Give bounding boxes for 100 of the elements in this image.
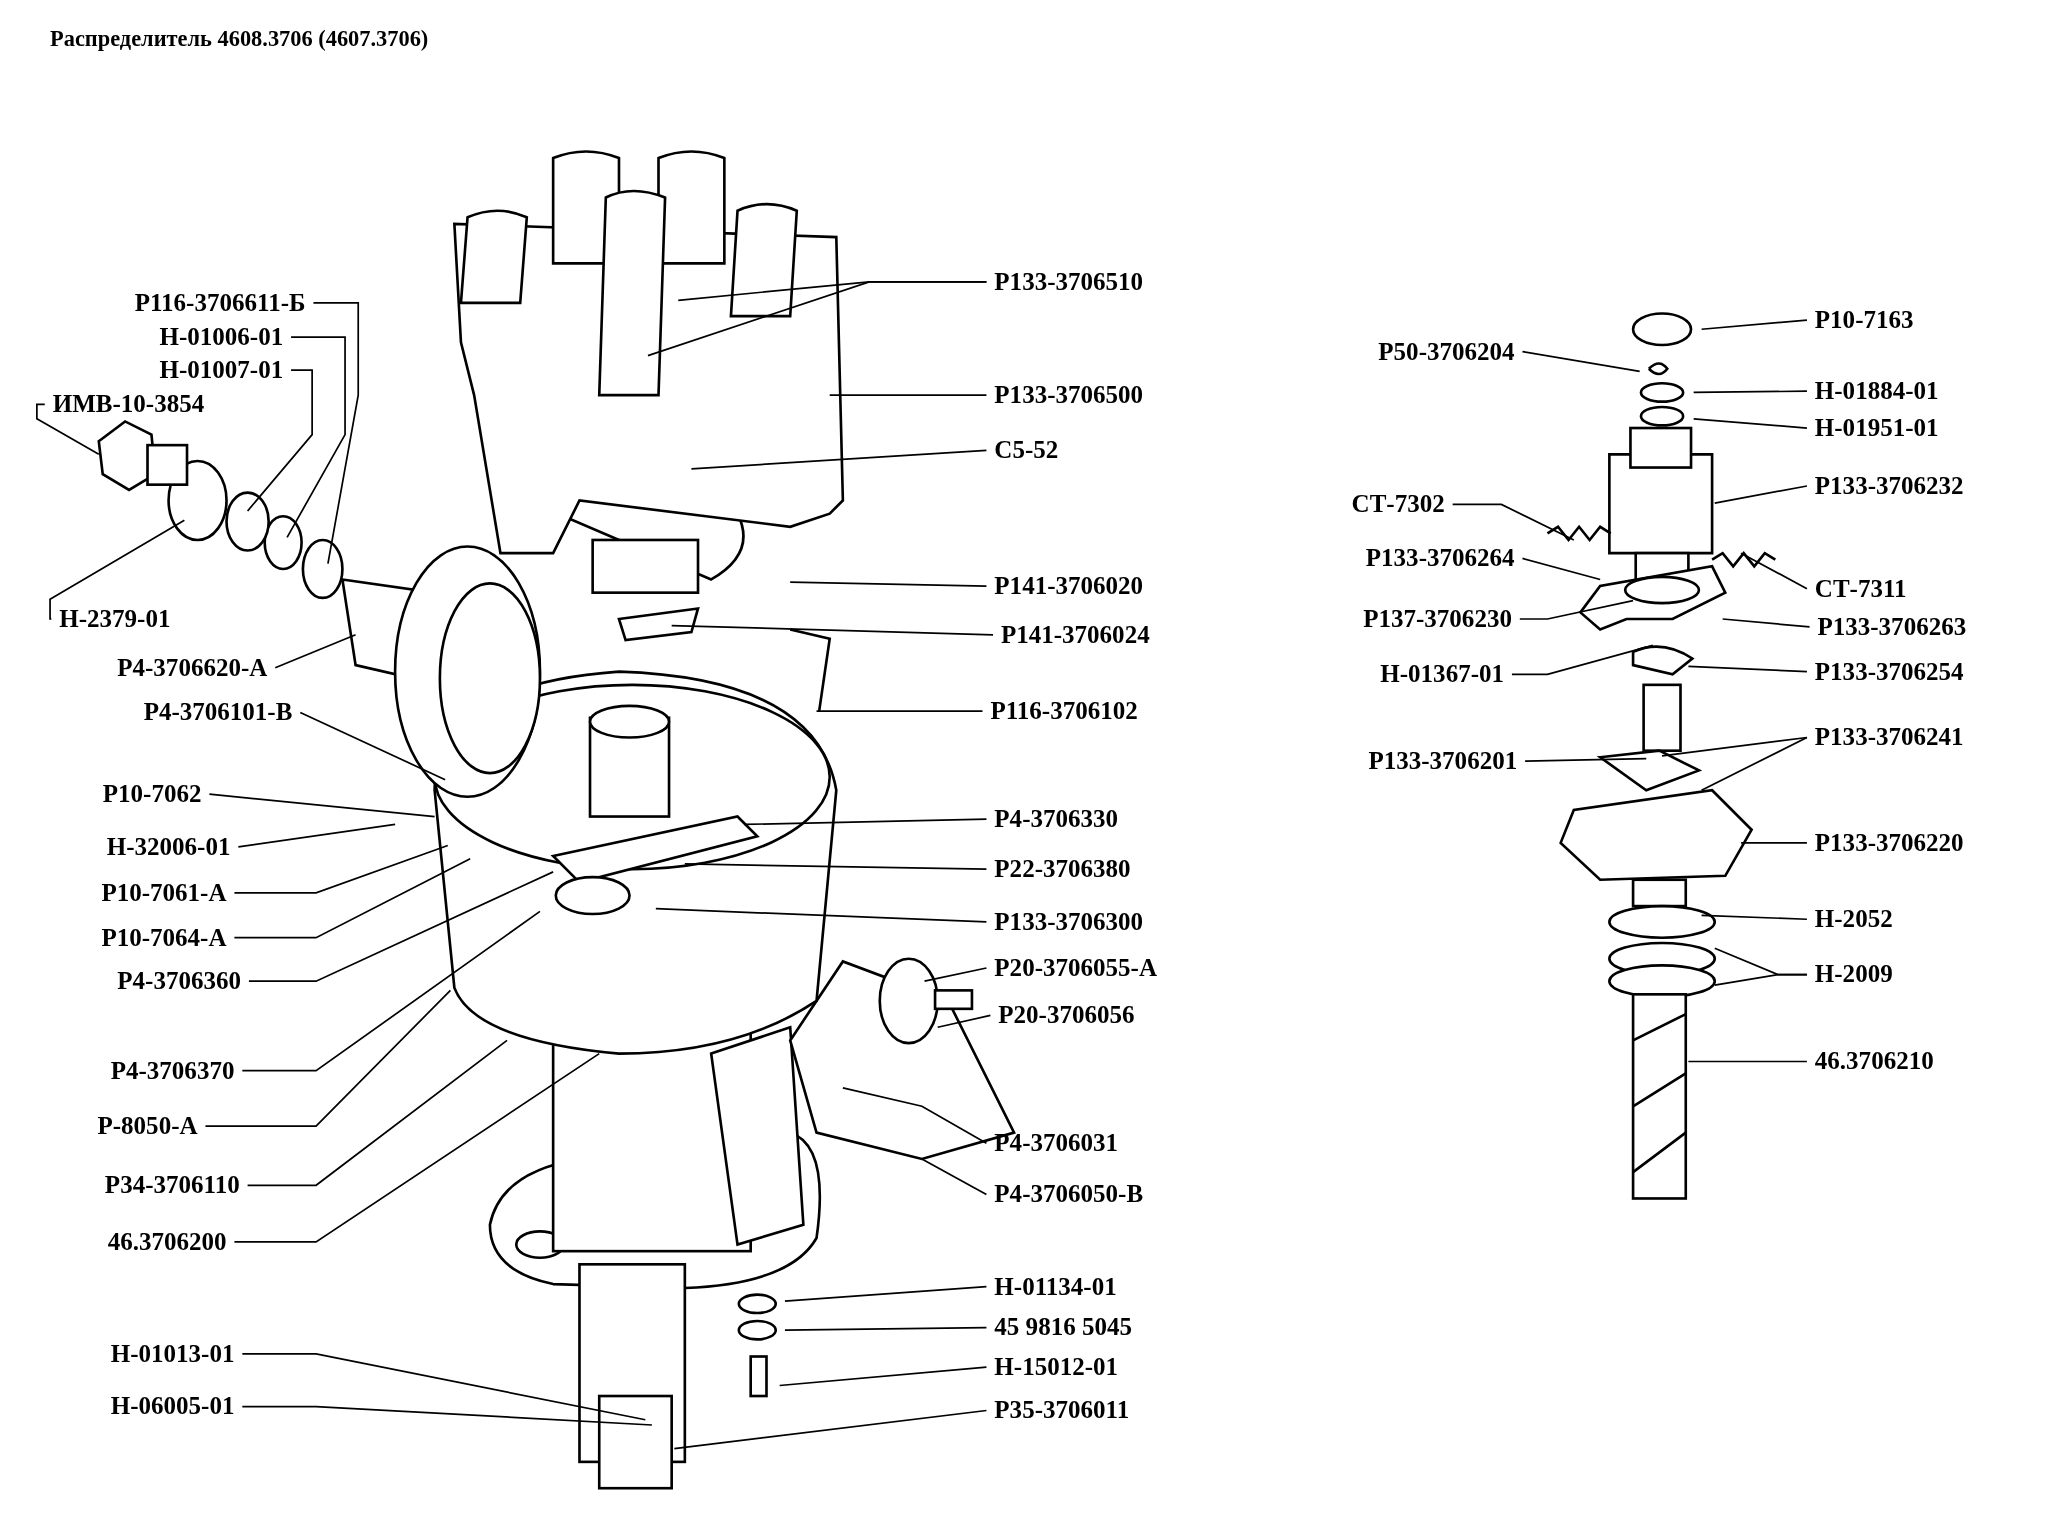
leader-line (1700, 736, 1808, 792)
leader-line (1721, 618, 1811, 628)
part-number: Р20-3706056 (998, 1000, 1135, 1030)
leader-line (828, 394, 988, 396)
part-number: Р133-3706220 (1814, 828, 1964, 858)
leader-line (1700, 914, 1808, 921)
leader-line (1740, 842, 1808, 844)
leader-line (204, 989, 452, 1127)
leader-line (286, 336, 346, 539)
part-number: Р133-3706300 (994, 907, 1144, 937)
leader-line (690, 449, 988, 470)
part-number: Н-01013-01 (110, 1339, 235, 1369)
part-number: Р141-3706020 (994, 571, 1144, 601)
part-number: Р133-3706241 (1814, 723, 1964, 752)
part-number: Р20-3706055-А (994, 953, 1157, 983)
part-number: Р4-3706360 (117, 966, 241, 996)
leader-line (208, 793, 436, 818)
leader-line (1511, 644, 1654, 676)
part-number: Н-01884-01 (1814, 376, 1939, 406)
part-number: Р141-3706024 (1000, 620, 1150, 650)
part-number: Р116-3706102 (990, 696, 1138, 726)
leader-line (684, 863, 988, 871)
leader-line (647, 281, 988, 357)
part-number: Р10-7163 (1814, 305, 1914, 335)
part-number: Н-15012-01 (994, 1352, 1119, 1382)
leader-line (241, 1353, 647, 1421)
part-number: Н-2052 (1814, 904, 1893, 934)
part-number: 45 9816 5045 (994, 1313, 1132, 1342)
leader-line (1524, 757, 1648, 763)
part-number: Р10-7062 (102, 779, 202, 809)
part-number: Р4-3706101-В (143, 698, 293, 727)
part-number: Н-01007-01 (159, 355, 284, 385)
leader-line (274, 633, 357, 669)
part-number: Р4-3706330 (994, 804, 1119, 834)
leader-line (241, 1405, 653, 1426)
part-number: Р133-3706510 (994, 267, 1144, 297)
part-number: 46.3706200 (107, 1227, 227, 1257)
leader-line (1713, 485, 1808, 504)
part-number: Р4-3706370 (110, 1056, 235, 1086)
part-number: Р133-3706201 (1368, 746, 1518, 776)
leader-line (233, 844, 449, 894)
leader-line (842, 1087, 988, 1144)
leader-line (1740, 552, 1808, 590)
part-number: Р4-3706050-В (994, 1180, 1144, 1209)
part-number: Р50-3706204 (1378, 337, 1515, 367)
leader-line (1451, 503, 1575, 541)
part-number: Р34-3706110 (104, 1170, 240, 1200)
leader-line (670, 624, 994, 636)
part-number: Р133-3706263 (1817, 612, 1967, 642)
leader-line (36, 403, 100, 456)
leader-line (743, 818, 988, 826)
part-number: Н-2009 (1814, 960, 1893, 990)
leader-line (246, 1039, 508, 1187)
part-number: Р10-7061-А (101, 878, 227, 908)
leader-line (241, 910, 541, 1072)
part-number: СТ-7302 (1351, 489, 1445, 519)
part-number: 46.3706210 (1814, 1047, 1934, 1076)
part-number: Н-01134-01 (994, 1272, 1117, 1302)
leader-line (1713, 973, 1808, 986)
part-number: Р4-3706620-А (117, 653, 268, 683)
part-number: Р133-3706264 (1365, 543, 1515, 573)
part-number: Р133-3706500 (994, 380, 1144, 410)
leader-line (789, 581, 988, 587)
leader-line (1661, 736, 1808, 757)
leader-line (936, 1014, 992, 1029)
leader-line (1518, 599, 1634, 620)
part-number: Р137-3706230 (1363, 604, 1512, 634)
part-number: Н-2379-01 (59, 604, 171, 634)
leader-line (1700, 319, 1808, 331)
leader-line (815, 710, 984, 713)
part-number: Н-01006-01 (159, 322, 284, 352)
part-number: Р133-3706232 (1814, 471, 1964, 501)
part-number: Р116-3706611-Б (134, 288, 306, 318)
leader-line (248, 871, 554, 983)
leader-line (784, 1285, 988, 1303)
part-number: Р-8050-А (97, 1111, 198, 1141)
leader-line (299, 711, 446, 781)
leader-line (921, 1158, 988, 1196)
leader-line (784, 1326, 988, 1332)
leader-line (923, 967, 988, 983)
part-number: СТ-7311 (1814, 574, 1907, 604)
leader-line (49, 519, 186, 620)
part-number: Р35-3706011 (994, 1396, 1130, 1425)
leader-line (778, 1366, 988, 1387)
part-number: С5-52 (994, 435, 1059, 465)
part-number: Р22-3706380 (994, 854, 1131, 884)
leader-line (246, 369, 313, 512)
leader-line (312, 302, 360, 565)
leader-line (1521, 350, 1641, 373)
part-number: Р133-3706254 (1814, 657, 1964, 687)
part-number: Н-01951-01 (1814, 413, 1939, 443)
leader-line (1692, 417, 1808, 429)
leader-line (233, 1052, 601, 1243)
leader-line (673, 1409, 988, 1450)
part-number: Р10-7064-А (101, 923, 227, 953)
leader-line (655, 907, 988, 923)
leader-line (237, 823, 396, 848)
part-number: ИМВ-10-3854 (52, 389, 205, 419)
part-number: Н-01367-01 (1380, 659, 1504, 689)
part-number: Н-06005-01 (110, 1392, 235, 1422)
